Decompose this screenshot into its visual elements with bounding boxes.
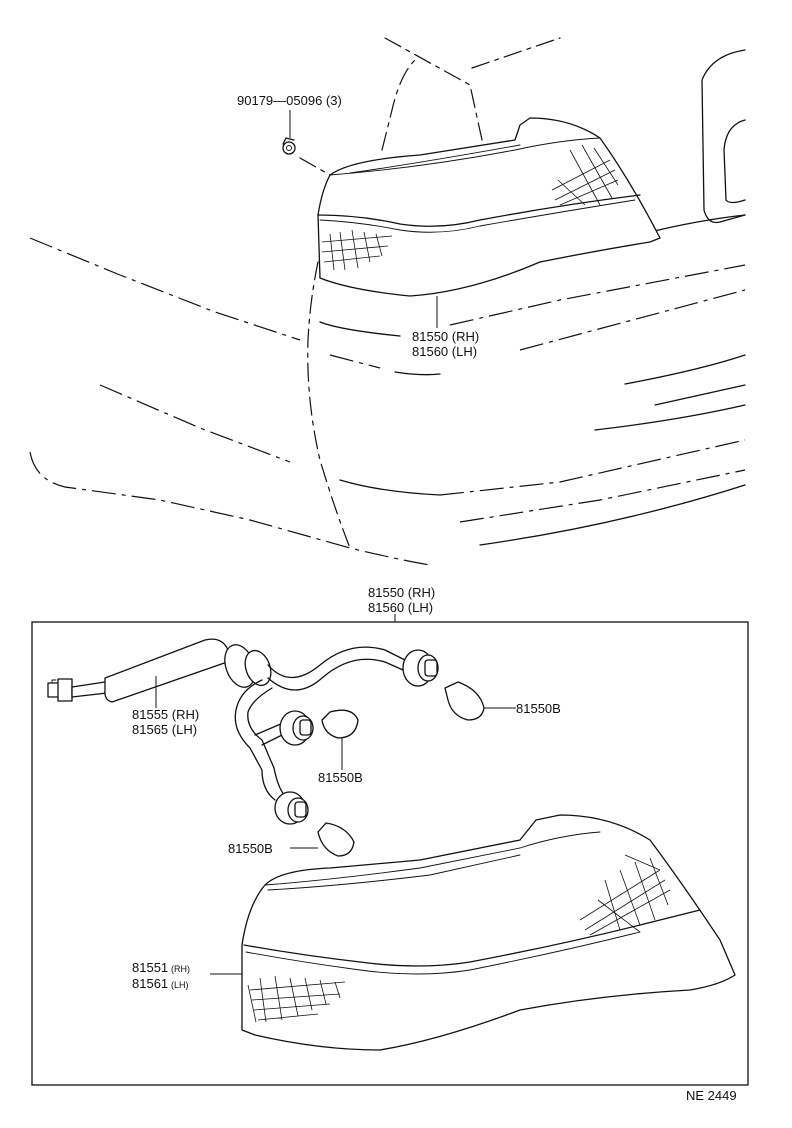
wire-rh-label: 81555 (RH)	[132, 707, 199, 722]
lens-lh-tag: (LH)	[171, 980, 189, 990]
bulb-middle	[321, 709, 359, 739]
box-header-rh: 81550 (RH)	[368, 585, 435, 600]
lamp-lens-pattern	[321, 144, 619, 271]
wire-lh-label: 81565 (LH)	[132, 722, 197, 737]
exploded-view-frame	[31, 621, 749, 1086]
screw-fastener	[282, 110, 331, 176]
vehicle-body-outline	[29, 37, 746, 566]
lens-pattern	[247, 854, 671, 1023]
diagram-code: NE 2449	[686, 1088, 737, 1103]
lamp-lh-label: 81560 (LH)	[412, 344, 477, 359]
bulb-middle-label: 81550B	[318, 770, 363, 785]
box-header-lh: 81560 (LH)	[368, 600, 433, 615]
tail-lamp-installed	[317, 117, 661, 297]
screw-part-label: 90179—05096 (3)	[237, 93, 342, 108]
bulb-lower	[317, 822, 355, 857]
bulb-right-label: 81550B	[516, 701, 561, 716]
bulb-right	[444, 681, 485, 721]
bulb-lower-label: 81550B	[228, 841, 273, 856]
bulb-socket-middle	[279, 710, 314, 746]
tail-lamp-lens	[241, 814, 736, 1051]
lens-lh-number: 81561	[132, 976, 168, 991]
wire-harness	[47, 638, 406, 801]
bulb-socket-right	[402, 649, 439, 687]
lens-rh-number: 81551	[132, 960, 168, 975]
lamp-rh-label: 81550 (RH)	[412, 329, 479, 344]
lens-rh-tag: (RH)	[171, 964, 190, 974]
bulb-socket-lower	[274, 791, 309, 825]
